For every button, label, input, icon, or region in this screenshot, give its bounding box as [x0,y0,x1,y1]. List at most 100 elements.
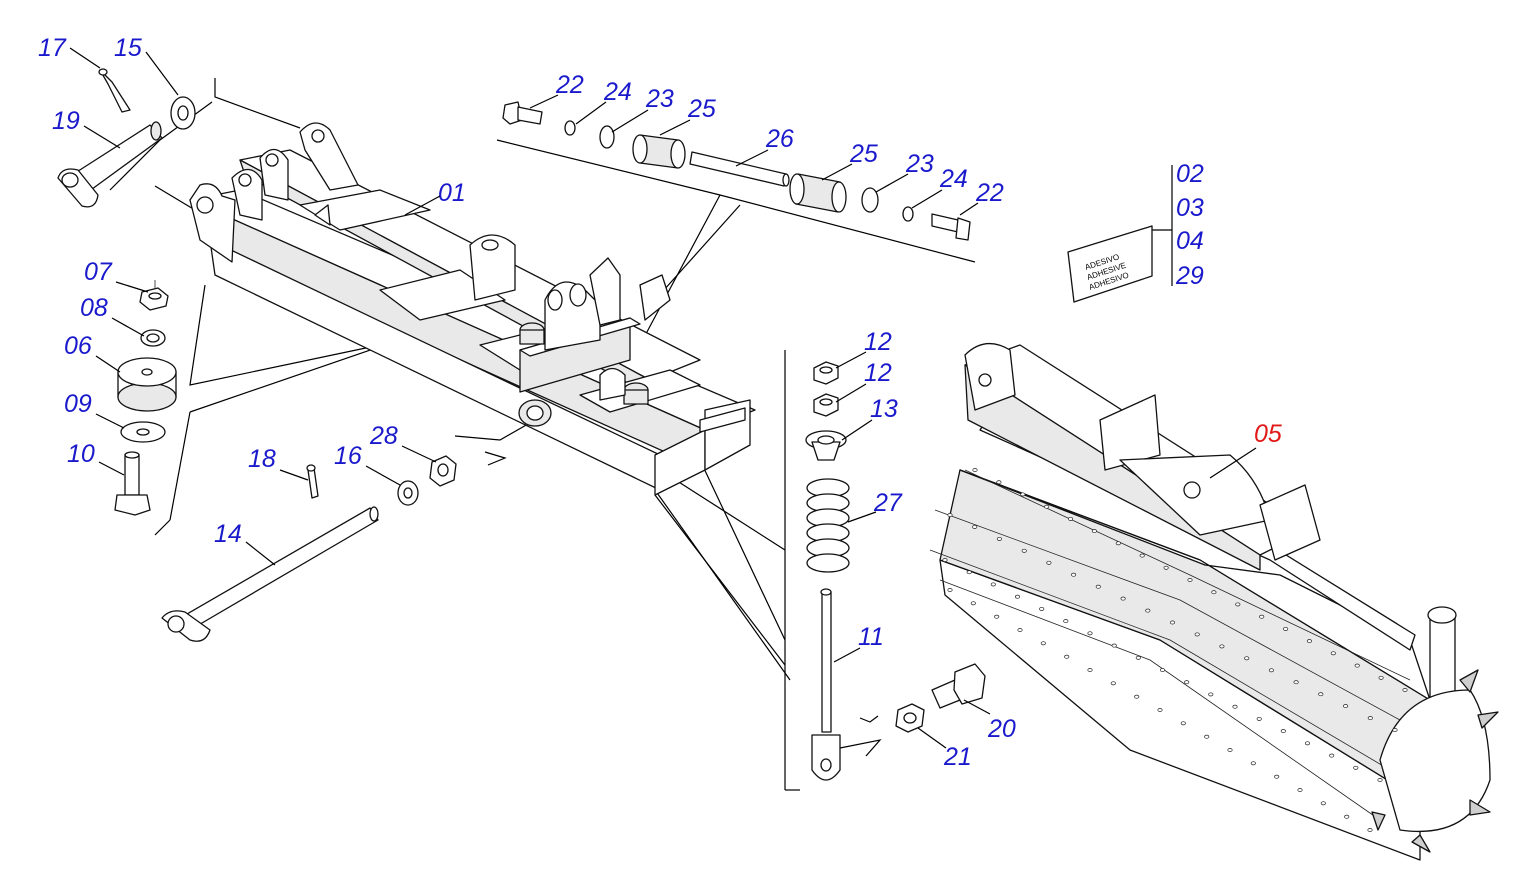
rotor-bolt-hole [1145,608,1151,613]
rotor-bolt-hole [1256,716,1262,721]
rotor-bolt-holes [942,468,1408,832]
rotor-assembly [929,343,1499,861]
label-23b: 23 [905,150,934,178]
rotor-bolt-hole [1064,654,1070,659]
rotor-bolt-hole [947,588,953,592]
label-08: 08 [80,294,108,322]
rotor-bolt-hole [1110,681,1116,686]
label-leader-lines [69,47,1257,749]
rotor-bolt-hole [1139,553,1145,558]
rotor-bolt-hole [1274,774,1280,779]
rotor-bolt-hole [1134,694,1140,699]
label-09: 09 [64,390,92,418]
rotor-bolt-hole [1208,692,1214,697]
washer-16 [397,480,419,506]
castle-nut-28 [429,455,457,487]
rotor-bolt-hole [1367,716,1373,721]
rubber-mount-06 [117,357,177,412]
rotor-bolt-hole [1014,594,1021,599]
rotor-bolt-hole [1330,651,1336,656]
rotor-bolt-hole [1280,729,1286,734]
label-05: 05 [1254,420,1282,448]
label-13: 13 [870,395,898,423]
rotor-bolt-hole [1268,668,1274,673]
label-23a: 23 [645,85,674,113]
washer-09 [120,421,166,443]
rotor-bolt-hole [1250,761,1256,766]
rotor-bolt-hole [1367,828,1373,832]
rotor-bolt-hole [1259,614,1265,619]
label-27: 27 [873,489,903,517]
rotor-bolt-hole [1283,626,1289,631]
spring-27 [806,478,850,573]
rotor-bolt-hole [1392,728,1398,732]
grouping-lines [109,78,1173,791]
washer-08 [140,329,166,347]
rotor-bolt-hole [966,570,972,575]
rotor-bolt-hole [1120,596,1126,601]
bolt-20 [931,663,986,709]
label-17: 17 [38,34,67,62]
rotor-bolt-hole [1353,765,1359,770]
rotor-bolt-hole [1157,708,1163,712]
rotor-bolt-hole [1063,619,1069,624]
rotor-bolt-hole [1180,721,1186,726]
label-24a: 24 [603,78,632,106]
rotor-bolt-hole [1211,590,1217,595]
rotor-bolt-hole [1235,602,1241,607]
rotor-bolt-hole [1163,565,1169,570]
label-24b: 24 [939,165,968,193]
part-labels: 17 15 19 01 07 08 06 09 10 18 16 28 14 2… [38,34,1282,771]
rotor-bolt-hole [1297,788,1303,792]
rotor-bolt-hole [942,558,948,562]
nut-07 [139,280,169,311]
rotor-bolt-hole [1194,632,1200,637]
rotor-bolt-hole [1020,492,1026,497]
label-25b: 25 [849,140,878,168]
rotor-bolt-hole [1087,668,1093,672]
rotor-bolt-hole [1095,584,1101,589]
rotor-bolt-hole [1040,641,1046,646]
label-29: 29 [1175,262,1204,290]
rotor-bolt-hole [1111,643,1117,648]
label-19: 19 [52,107,80,135]
rotor-bolt-hole [1184,680,1190,685]
rotor-bolt-hole [1232,704,1238,709]
rotor-bolt-hole [990,582,996,587]
rotor-bolt-hole [1091,529,1097,534]
rotor-bolt-hole [1017,628,1023,632]
label-18: 18 [248,445,276,473]
rotor-bolt-hole [947,513,953,517]
pin-19 [57,121,163,208]
washer-15 [170,96,196,130]
rotor-bolt-hole [1343,704,1349,709]
label-10: 10 [67,440,95,468]
spring-cup-13 [805,430,847,461]
rotor-bolt-hole [1046,560,1052,565]
rotor-bolt-hole [1244,656,1250,661]
label-22b: 22 [975,179,1004,207]
rotor-bolt-hole [1304,741,1311,746]
rotor-bolt-hole [1187,578,1193,582]
rotor-bolt-hole [1044,504,1050,509]
label-03: 03 [1176,194,1204,222]
rotor-bolt-hole [996,480,1002,485]
nut-12b [813,393,839,417]
rotor-bolt-hole [1039,606,1045,611]
rotor-bolt-hole [1377,778,1383,782]
rotor-bolt-hole [1227,748,1233,752]
rotor-bolt-hole [1115,541,1121,546]
rotor-bolt-hole [994,614,1000,619]
adhesive-sticker: ADESIVO ADHESIVE ADHESIVO [1067,225,1153,303]
rotor-bolt-hole [1204,734,1210,739]
main-frame-assembly [189,122,756,496]
bolt-10 [114,451,151,516]
rotor-bolt-hole [1344,814,1350,819]
rotor-bolt-hole [1320,801,1326,806]
rotor-bolt-hole [1135,655,1141,660]
label-11: 11 [858,623,884,651]
label-22a: 22 [555,71,584,99]
rotor-bolt-hole [1378,675,1384,680]
cotter-pin-18 [306,464,319,499]
